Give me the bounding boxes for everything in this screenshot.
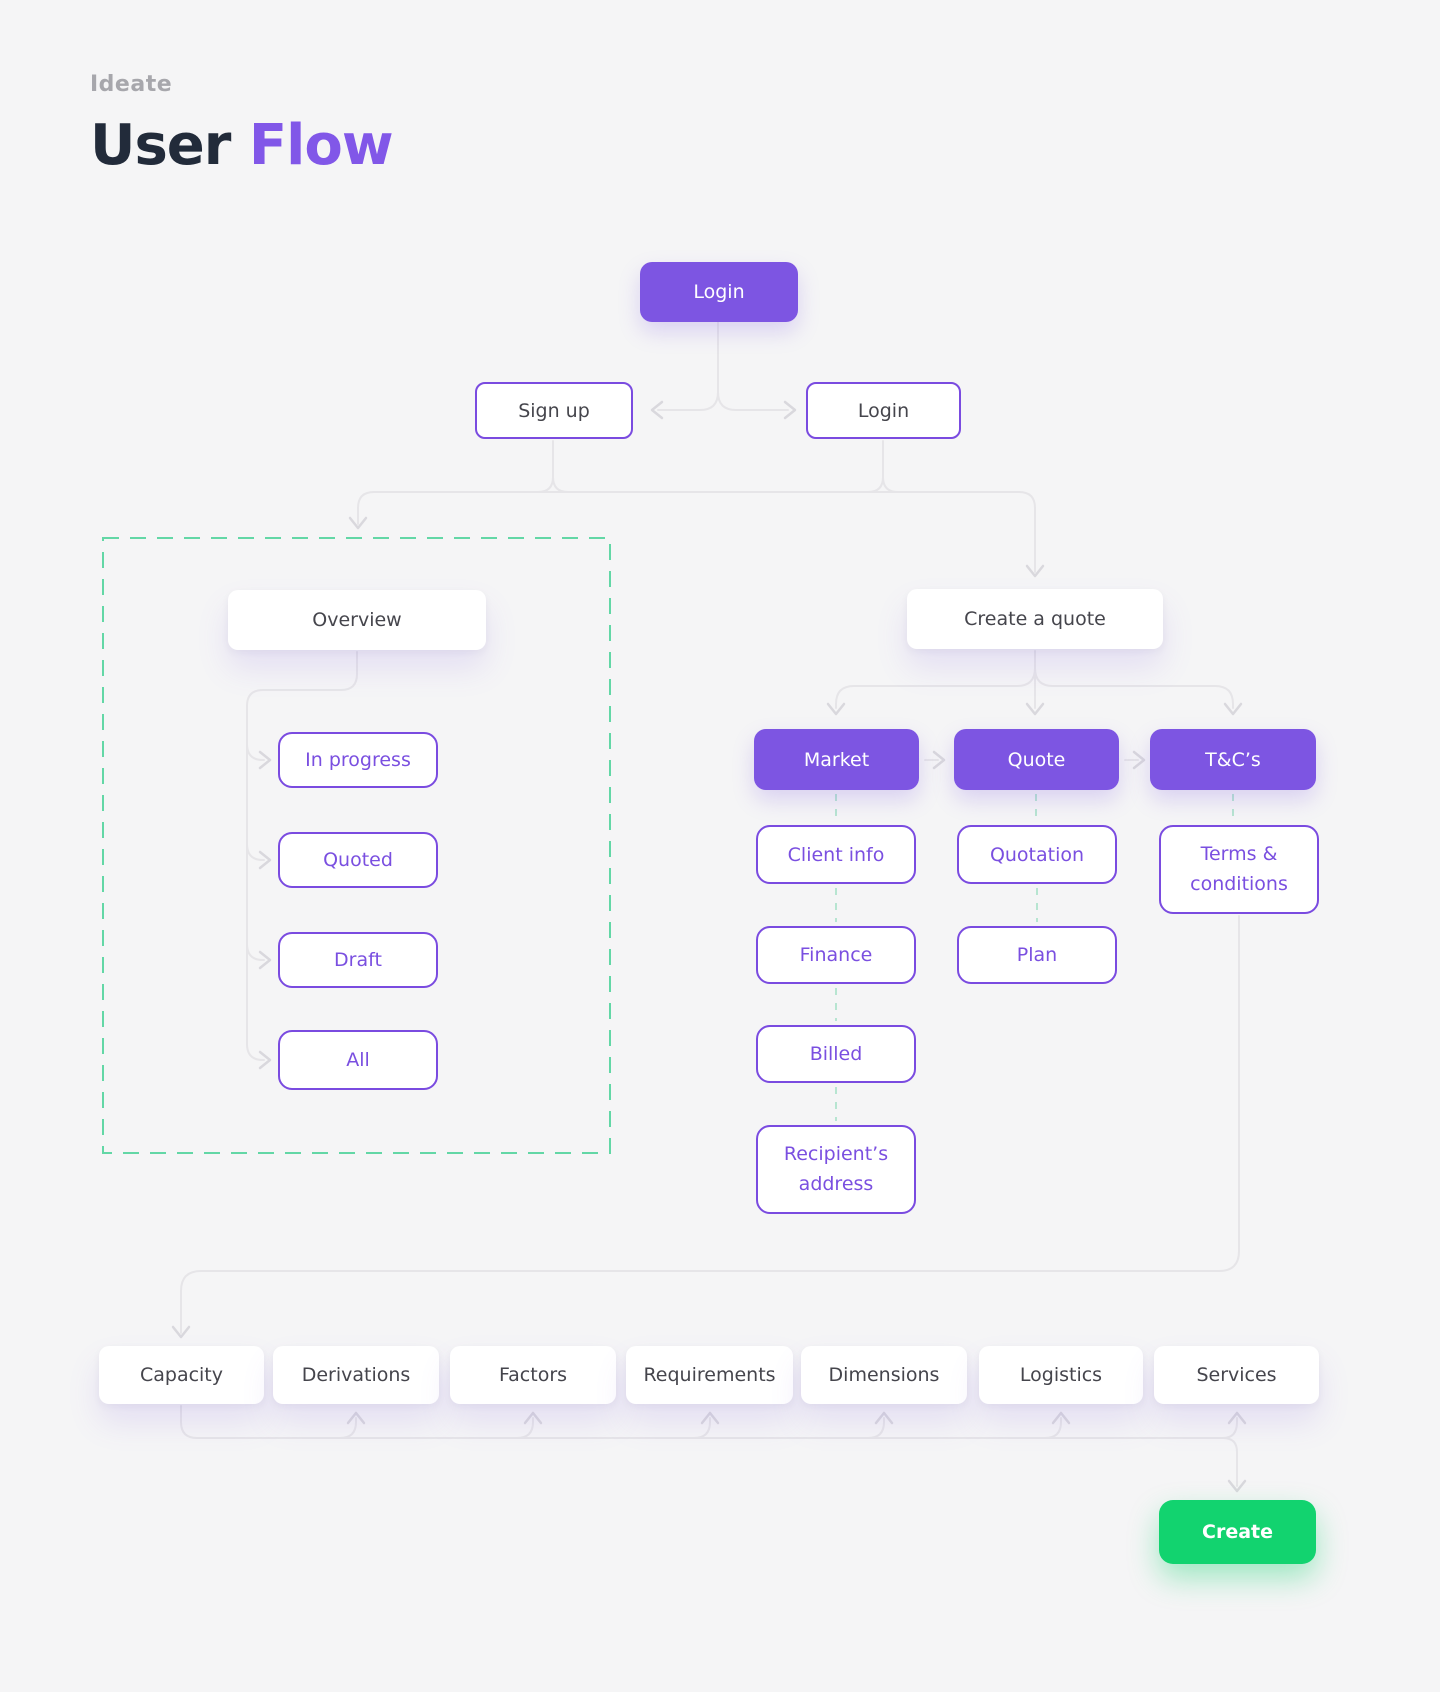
node-market[interactable]: Market [754, 729, 919, 790]
page-title: User Flow [90, 113, 394, 178]
create-button[interactable]: Create [1159, 1500, 1316, 1564]
node-quoted[interactable]: Quoted [278, 832, 438, 888]
node-services[interactable]: Services [1154, 1346, 1319, 1404]
node-quotation[interactable]: Quotation [957, 825, 1117, 884]
node-tcs[interactable]: T&C’s [1150, 729, 1316, 790]
node-factors[interactable]: Factors [450, 1346, 616, 1404]
node-all[interactable]: All [278, 1030, 438, 1090]
node-recipients-address[interactable]: Recipient’s address [756, 1125, 916, 1214]
page-title-accent: Flow [248, 113, 394, 178]
node-plan[interactable]: Plan [957, 926, 1117, 984]
node-requirements[interactable]: Requirements [626, 1346, 793, 1404]
eyebrow-label: Ideate [90, 72, 173, 97]
page-header: Ideate User Flow [90, 72, 394, 178]
node-draft[interactable]: Draft [278, 932, 438, 988]
node-dimensions[interactable]: Dimensions [801, 1346, 967, 1404]
node-overview[interactable]: Overview [228, 590, 486, 650]
page-title-primary: User [90, 113, 249, 178]
overview-group-outline [102, 537, 611, 1154]
node-terms-conditions[interactable]: Terms & conditions [1159, 825, 1319, 914]
node-derivations[interactable]: Derivations [273, 1346, 439, 1404]
node-quote[interactable]: Quote [954, 729, 1119, 790]
node-login[interactable]: Login [806, 382, 961, 439]
node-login-entry[interactable]: Login [640, 262, 798, 322]
node-create-a-quote[interactable]: Create a quote [907, 589, 1163, 649]
node-sign-up[interactable]: Sign up [475, 382, 633, 439]
node-in-progress[interactable]: In progress [278, 732, 438, 788]
node-finance[interactable]: Finance [756, 926, 916, 984]
node-billed[interactable]: Billed [756, 1025, 916, 1083]
node-logistics[interactable]: Logistics [979, 1346, 1143, 1404]
node-capacity[interactable]: Capacity [99, 1346, 264, 1404]
node-client-info[interactable]: Client info [756, 825, 916, 884]
